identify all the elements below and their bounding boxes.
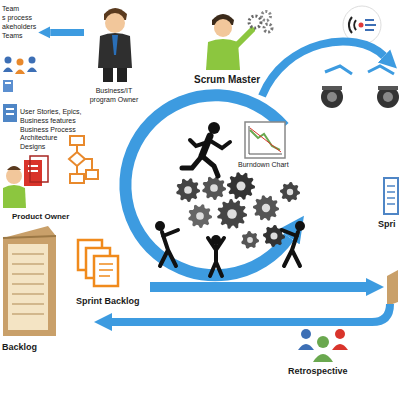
diagram-label: Product Owner [12,212,69,222]
node-text: akeholders [2,22,36,31]
sprint-backlog-icon [78,240,118,286]
increment-box [387,270,398,306]
diagram-label: Burndown Chart [238,161,289,170]
cycle-arrow [125,95,289,275]
burndown-chart [245,122,285,158]
node-text: Business/IT program Owner [84,86,144,104]
diagram-label: Sprint Backlog [76,296,140,307]
diagram-label: User Stories, Epics, Business features B… [20,108,82,152]
sprint-chart-icon [384,178,398,214]
node-text: Team [2,4,36,13]
gear [253,195,279,221]
product-owner-figure [3,166,26,208]
running-man [182,122,230,176]
gear [202,176,226,200]
team-list: Teams processakeholdersTeams [2,4,36,40]
business-owner-figure [98,8,132,82]
return-arrow [112,304,390,322]
team-icons [3,57,37,93]
scrum-master-figure [206,12,272,71]
gear [176,178,200,202]
gear [241,231,259,249]
diagram-label: Backlog [2,342,37,353]
gear [280,182,300,202]
owner-box: Business/IT program Owner [84,2,144,104]
gear [227,172,255,200]
pushing-figures [155,221,305,276]
flow-arrow [50,29,84,36]
forward-arrow [150,282,366,292]
flowchart-icon [69,136,98,183]
gear-cluster [176,172,300,249]
diagram-label: Spri [378,219,396,230]
loop-arrow [262,41,384,96]
camera-figures [321,66,399,108]
product-backlog-box [3,226,56,336]
node-text: Teams [2,31,36,40]
node-text: s process [2,13,36,22]
diagram-label: Retrospective [288,366,348,377]
gear [217,199,247,229]
retrospective-people [298,329,348,362]
diagram-label: Scrum Master [194,74,260,87]
gear [188,204,212,228]
